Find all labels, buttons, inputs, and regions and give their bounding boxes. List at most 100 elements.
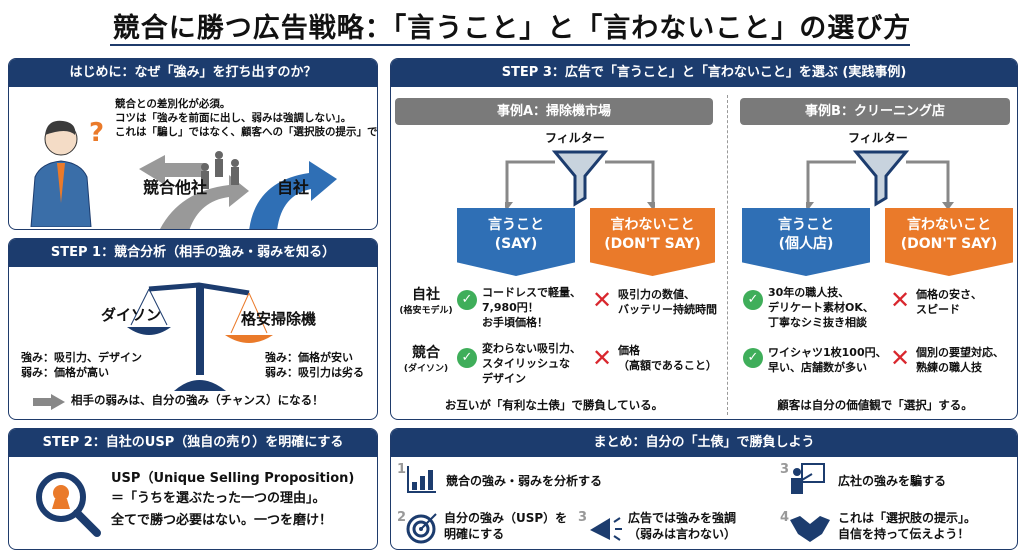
thinking-businessman-icon: ?: [30, 118, 104, 227]
chain-say: ワイシャツ1枚100円、早い、店舗数が多い: [768, 346, 887, 376]
summary-item: 自分の強み（USP）を 明確にする: [444, 511, 568, 542]
cheap-analysis: 強み：価格が安い弱み：吸引力は劣る: [265, 351, 364, 381]
line: 価格の安さ、: [916, 288, 982, 301]
case-b-title: 事例B：クリーニング店: [740, 98, 1010, 125]
strength: 強み：価格が安い: [265, 351, 353, 364]
line: 熟練の職人技: [916, 360, 982, 374]
bar-chart-icon: [407, 466, 436, 493]
dyson-label: ダイソン: [101, 306, 162, 324]
check-icon: ✓: [457, 348, 477, 368]
line: 個別の要望対応、: [916, 346, 1004, 359]
case-divider: [727, 95, 728, 415]
sublabel: (格安モデル): [399, 305, 453, 316]
cross-icon: ✕: [890, 344, 911, 372]
summary-item: 競合の強み・弱みを分析する: [446, 474, 603, 488]
usp-line: 全てで勝つ必要はない。一つを磨け！: [111, 513, 333, 528]
title-underline: [110, 44, 910, 46]
intro-panel: はじめに：なぜ「強み」を打ち出すのか？ ? 競合との差別化が必須。 コツは「強み…: [8, 58, 378, 230]
dont-label: 言わないこと: [907, 217, 991, 233]
shop-dont: 価格の安さ、スピード: [916, 288, 982, 318]
case-a-footer: お互いが「有利な土俵」で勝負している。: [444, 398, 664, 412]
dyson-analysis: 強み：吸引力、デザイン弱み：価格が高い: [21, 351, 142, 381]
check-icon: ✓: [743, 290, 763, 310]
step1-header: STEP 1：競合分析（相手の強み・弱みを知る）: [9, 239, 377, 267]
balance-scale-icon: [127, 282, 273, 391]
target-icon: [406, 513, 437, 544]
line: バッテリー持続時間: [618, 302, 717, 316]
dont-sub: (DON'T SAY): [900, 235, 998, 252]
line: デリケート素材OK、: [768, 300, 874, 314]
item-number: 4: [780, 510, 790, 525]
item-number: 3: [578, 510, 588, 525]
step1-conclusion: 相手の弱みは、自分の強み（チャンス）になる！: [71, 393, 324, 407]
line: スピード: [916, 302, 960, 316]
chain-dont: 個別の要望対応、熟練の職人技: [916, 346, 1004, 376]
cross-icon: ✕: [592, 344, 613, 372]
crossroads-illustration: [139, 151, 337, 229]
say-sub: (個人店): [778, 235, 834, 252]
dont-say-box: 言わないこと (DON'T SAY): [590, 208, 715, 276]
weakness: 弱み：価格が高い: [21, 365, 109, 379]
cross-icon: ✕: [592, 286, 613, 314]
intro-line: コツは「強みを前面に出し、弱みは強調しない」。: [115, 112, 352, 125]
dont-label: 言わないこと: [610, 217, 695, 233]
check-icon: ✓: [457, 290, 477, 310]
label: 競合: [412, 345, 440, 361]
line: お手頃価格！: [482, 315, 548, 329]
own-say: コードレスで軽量、7,980円！お手頃価格！: [482, 286, 581, 331]
usp-line: USP（Unique Selling Proposition): [111, 471, 355, 486]
filter-label: フィルター: [848, 131, 908, 145]
line: 早い、店舗数が多い: [768, 360, 867, 374]
step2-header: STEP 2：自社のUSP（独自の売り）を明確にする: [9, 429, 377, 457]
magnifier-badge-icon: [36, 472, 101, 537]
competitor-row-label: 競合 (ダイソン): [396, 344, 456, 375]
step2-panel: STEP 2：自社のUSP（独自の売り）を明確にする USP（Unique Se…: [8, 428, 378, 550]
funnel-icon: [806, 150, 954, 210]
check-icon: ✓: [743, 348, 763, 368]
item-number: 3: [780, 462, 790, 477]
usp-line: ＝「うちを選ぶたった一つの理由」。: [111, 490, 326, 506]
line: 価格: [618, 344, 640, 357]
dont-say-box: 言わないこと (DON'T SAY): [885, 208, 1013, 276]
say-label: 言うこと: [778, 217, 834, 233]
label: 自社: [412, 287, 440, 303]
competitor-say: 変わらない吸引力、スタイリッシュなデザイン: [482, 342, 581, 387]
own-row-label: 自社 (格安モデル): [396, 286, 456, 317]
competitor-dont: 価格（高額であること）: [618, 344, 717, 374]
shop-say: 30年の職人技、デリケート素材OK、丁寧なシミ抜き相談: [768, 286, 874, 331]
line: ワイシャツ1枚100円、: [768, 346, 887, 359]
item-number: 2: [397, 510, 407, 525]
case-a-title: 事例A：掃除機市場: [395, 98, 713, 125]
case-b-footer: 顧客は自分の価値観で「選択」する。: [777, 398, 973, 412]
funnel-icon: [505, 150, 655, 210]
say-sub: (SAY): [494, 235, 538, 252]
dont-sub: (DON'T SAY): [604, 235, 701, 252]
own-company-label: 自社: [277, 178, 310, 197]
summary-item: これは「選択肢の提示」。 自信を持って伝えよう！: [838, 511, 977, 542]
handshake-icon: [790, 516, 830, 542]
line: 7,980円！: [482, 300, 539, 314]
filter-label: フィルター: [545, 131, 605, 145]
intro-header: はじめに：なぜ「強み」を打ち出すのか？: [9, 59, 377, 87]
line: スタイリッシュな: [482, 356, 570, 370]
line: デザイン: [482, 371, 526, 385]
say-box: 言うこと (SAY): [457, 208, 575, 276]
step3-header: STEP 3：広告で「言うこと」と「言わないこと」を選ぶ (実践事例): [391, 59, 1017, 87]
line: 吸引力の数値、: [618, 288, 695, 301]
summary-item: 広社の強みを騙する: [838, 474, 947, 488]
line: コードレスで軽量、: [482, 286, 581, 299]
sublabel: (ダイソン): [403, 363, 449, 374]
item-number: 1: [397, 462, 407, 477]
say-label: 言うこと: [488, 217, 544, 233]
intro-line: これは「騙し」ではなく、顧客への「選択肢の提示」です。: [115, 126, 378, 139]
weakness: 弱み：吸引力は劣る: [265, 365, 364, 379]
summary-header: まとめ：自分の「土俵」で勝負しよう: [391, 429, 1017, 457]
usp-text: USP（Unique Selling Proposition) ＝「うちを選ぶた…: [111, 469, 354, 531]
summary-item: 広告では強みを強調 （弱みは言わない）: [628, 511, 737, 542]
competitors-label: 競合他社: [143, 178, 208, 197]
summary-panel: まとめ：自分の「土俵」で勝負しよう: [390, 428, 1018, 550]
line: （高額であること）: [618, 358, 717, 372]
intro-text: 競合との差別化が必須。 コツは「強みを前面に出し、弱みは強調しない」。 これは「…: [115, 97, 378, 140]
intro-line: 競合との差別化が必須。: [115, 98, 231, 110]
cross-icon: ✕: [890, 286, 911, 314]
